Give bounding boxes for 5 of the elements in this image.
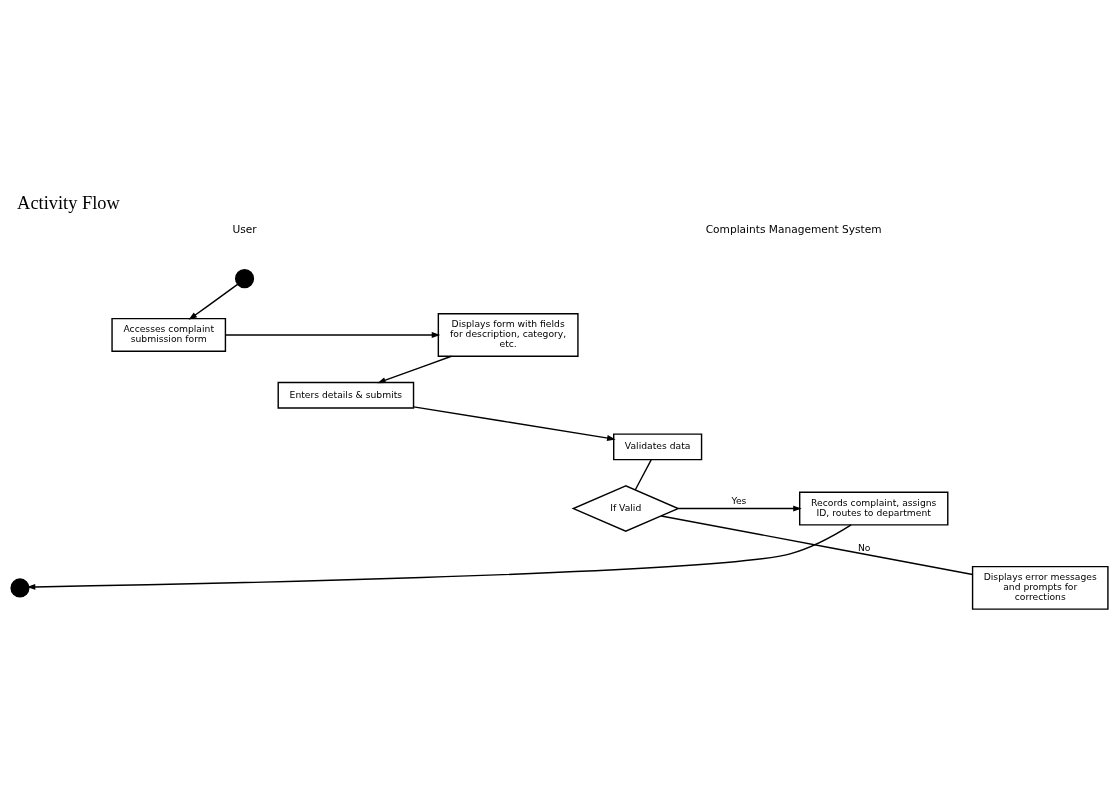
label: User	[232, 222, 257, 236]
edge-label: Yes	[731, 494, 747, 506]
edge-label: No	[857, 541, 871, 553]
label: Complaints Management System	[705, 222, 882, 236]
diagram-title: Activity Flow	[17, 192, 120, 213]
